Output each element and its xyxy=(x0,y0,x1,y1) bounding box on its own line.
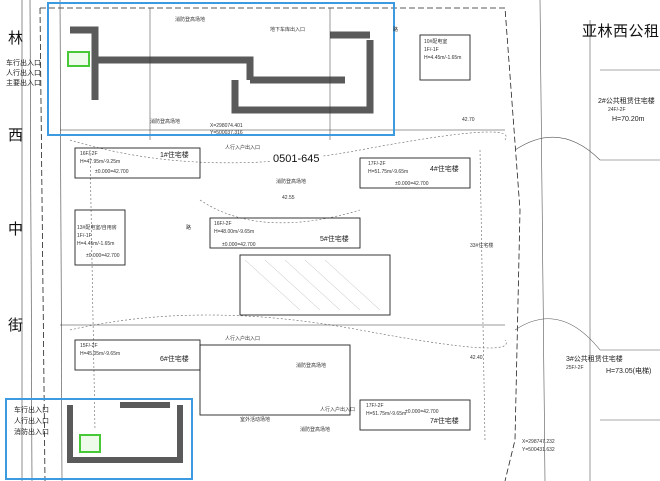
building-6-spec: 15F/-2F xyxy=(80,343,98,349)
building-7-height: H=51.75m/-9.65m xyxy=(366,411,407,417)
ground-entrance-label: 地下车库出入口 xyxy=(270,27,306,33)
building-10-name: 10#配电室 xyxy=(424,39,448,45)
street-char-4: 街 xyxy=(8,317,24,334)
coord-label-2: Y=500037.316 xyxy=(210,130,243,136)
north-green-marker xyxy=(67,51,90,67)
building-4-spec: 17F/-2F xyxy=(368,161,386,167)
south-entrance-3: 消防出入口 xyxy=(14,429,49,436)
coord-label-4: Y=500431.632 xyxy=(522,447,555,453)
coord-label-3: X=298747.232 xyxy=(522,439,555,445)
street-char-1: 林 xyxy=(8,30,24,47)
building-3-spec: 25F/-2F xyxy=(566,365,584,371)
building-2-name: 2#公共租赁住宅楼 xyxy=(598,98,655,105)
level-4270: 42.70 xyxy=(462,117,475,123)
street-lines xyxy=(21,0,63,481)
elevation-label-2: ±0.000=42.700 xyxy=(222,242,256,248)
level-4240: 42.40 xyxy=(470,355,483,361)
south-garage xyxy=(67,402,183,463)
street-char-2: 西 xyxy=(8,127,24,144)
south-entrance-1: 车行出入口 xyxy=(14,407,49,414)
fire-lane-label-4: 消防登高场地 xyxy=(296,363,327,369)
building-outlines xyxy=(74,34,471,431)
building-6-name: 6#住宅楼 xyxy=(160,356,189,363)
internal-roads xyxy=(69,131,507,441)
building-3-height: H=73.05(电梯) xyxy=(606,368,652,375)
building-6-height: H=45.05m/-9.65m xyxy=(80,351,121,357)
site-boundary xyxy=(39,7,521,481)
building-13-name: 13#配电室/自用房 xyxy=(77,225,117,231)
building-1-height: H=47.95m/-9.25m xyxy=(80,159,121,165)
fire-lane-label-5: 消防登高场地 xyxy=(300,427,331,433)
dimension-lines xyxy=(60,8,505,326)
building-7-spec: 17F/-2F xyxy=(366,403,384,409)
building-7-name: 7#住宅楼 xyxy=(430,418,459,425)
elevation-label-3: ±0.000=42.700 xyxy=(86,253,120,259)
north-garage xyxy=(70,26,374,114)
plaza-hatch xyxy=(244,259,381,311)
fire-lane-label-1: 消防登高场地 xyxy=(175,17,206,23)
south-highlight-box xyxy=(5,398,193,480)
north-entrance-2: 人行出入口 xyxy=(6,70,41,77)
building-33-label: 33#住宅楼 xyxy=(470,243,494,249)
building-5-name: 5#住宅楼 xyxy=(320,236,349,243)
building-5-spec: 16F/-2F xyxy=(214,221,232,227)
south-green-marker xyxy=(79,434,101,453)
playground-label: 室外活动场地 xyxy=(240,417,271,423)
building-4-height: H=51.75m/-9.65m xyxy=(368,169,409,175)
fire-lane-label-3: 消防登高场地 xyxy=(276,179,307,185)
coord-label-1: X=298074.401 xyxy=(210,123,243,129)
building-3-name: 3#公共租赁住宅楼 xyxy=(566,356,623,363)
building-1-name: 1#住宅楼 xyxy=(160,152,189,159)
neighbor-title: 亚林西公租房 xyxy=(582,23,660,40)
fire-lane-label-2: 消防登高场地 xyxy=(150,119,181,125)
street-char-3: 中 xyxy=(8,221,24,238)
building-13-height: H=4.45m/-1.65m xyxy=(77,241,115,247)
road-label-2: 路 xyxy=(186,225,192,231)
north-entrance-1: 车行出入口 xyxy=(6,60,41,67)
neighbor-lines xyxy=(514,0,660,481)
north-highlight-box xyxy=(47,2,395,136)
building-5-height: H=48.00m/-9.65m xyxy=(214,229,255,235)
south-entrance-2: 人行出入口 xyxy=(14,418,49,425)
building-1-spec: 16F/-2F xyxy=(80,151,98,157)
pedestrian-entrance-1: 人行入户出入口 xyxy=(225,145,261,151)
north-entrance-3: 主要出入口 xyxy=(6,80,41,87)
road-label-1: 路 xyxy=(393,27,399,33)
building-10-height: H=4.45m/-1.65m xyxy=(424,55,462,61)
elevation-label-4: ±0.000=42.700 xyxy=(395,181,429,187)
building-2-spec: 24F/-2F xyxy=(608,107,626,113)
level-4255: 42.55 xyxy=(282,195,295,201)
elevation-label-1: ±0.000=42.700 xyxy=(95,169,129,175)
building-2-height: H=70.20m xyxy=(612,116,645,123)
building-13-spec: 1F/-1F xyxy=(77,233,92,239)
elevation-label-5: ±0.000=42.700 xyxy=(405,409,439,415)
building-4-name: 4#住宅楼 xyxy=(430,166,459,173)
pedestrian-entrance-3: 人行入户出入口 xyxy=(320,407,356,413)
plot-id: 0501-645 xyxy=(270,153,323,165)
pedestrian-entrance-2: 人行入户出入口 xyxy=(225,336,261,342)
building-10-spec: 1F/-1F xyxy=(424,47,439,53)
